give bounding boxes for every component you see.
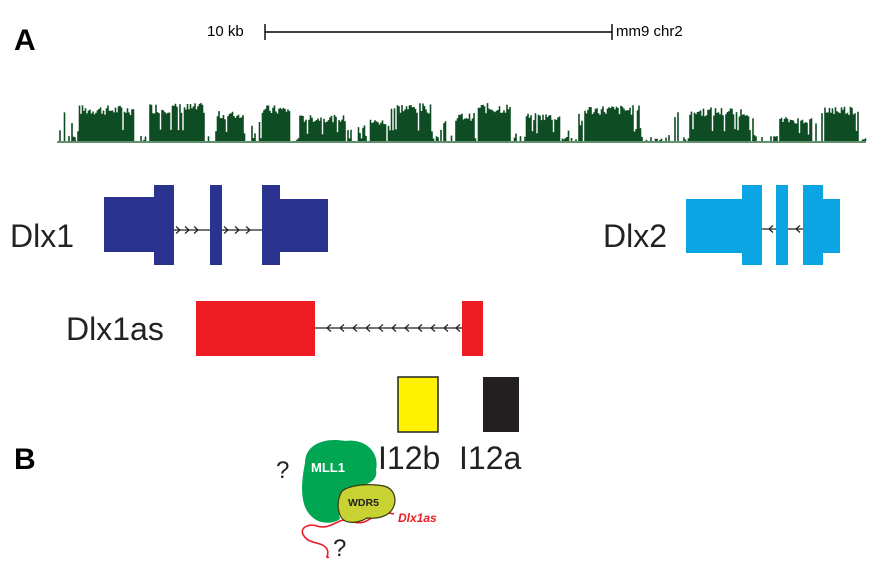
- conservation-peaks: [59, 103, 867, 141]
- i12b-label: I12b: [378, 440, 440, 476]
- dlx1-label: Dlx1: [10, 218, 74, 254]
- dlx2-exon-1-utr: [686, 199, 742, 253]
- wdr5-label: WDR5: [348, 497, 379, 509]
- dlx1as-rna-label: Dlx1as: [398, 511, 437, 525]
- panel-label-a: A: [14, 24, 36, 57]
- mll1-protein: [302, 440, 377, 523]
- dlx1-exon-1-cds: [154, 185, 174, 265]
- dlx2-exon-1-cds: [742, 185, 762, 265]
- dlx1as-exon-small: [462, 301, 483, 356]
- panel-label-b: B: [14, 443, 36, 476]
- dlx1as-label: Dlx1as: [66, 311, 164, 347]
- scale-bar: 10 kb mm9 chr2: [207, 23, 683, 40]
- dlx2-exon-3-utr: [823, 199, 840, 253]
- scale-assembly-label: mm9 chr2: [616, 23, 683, 40]
- dlx1as-intron-arrows: [326, 324, 461, 332]
- dlx1-exon-2: [210, 185, 222, 265]
- wdr5-protein: [337, 484, 396, 523]
- dlx2-gene-model: Dlx2: [603, 185, 840, 265]
- protein-rna-complex: MLL1 WDR5 Dlx1as ? ?: [276, 440, 437, 562]
- unknown-factor-bottom: ?: [333, 535, 346, 562]
- dlx1-gene-model: Dlx1: [10, 185, 328, 265]
- dlx1as-rna-strand: [301, 512, 395, 559]
- dlx2-exon-3-cds: [803, 185, 823, 265]
- i12a-label: I12a: [459, 440, 521, 476]
- dlx1-exon-3-utr: [280, 199, 328, 252]
- unknown-factor-top: ?: [276, 457, 289, 484]
- dlx1-exon-3-cds: [262, 185, 280, 265]
- i12a-element: [483, 377, 519, 432]
- scale-size-label: 10 kb: [207, 23, 244, 40]
- dlx1as-exon-large: [196, 301, 315, 356]
- dlx2-intron-arrows: [768, 225, 801, 233]
- i12b-element: [397, 376, 439, 433]
- dlx1-intron-arrows: [175, 226, 251, 234]
- dlx2-exon-2: [776, 185, 788, 265]
- dlx1-exon-1-utr: [104, 197, 154, 252]
- dlx2-label: Dlx2: [603, 218, 667, 254]
- conservation-track: [57, 103, 867, 143]
- regulatory-elements: I12b I12a: [378, 376, 521, 476]
- dlx1as-gene-model: Dlx1as: [66, 301, 483, 356]
- mll1-label: MLL1: [311, 460, 345, 475]
